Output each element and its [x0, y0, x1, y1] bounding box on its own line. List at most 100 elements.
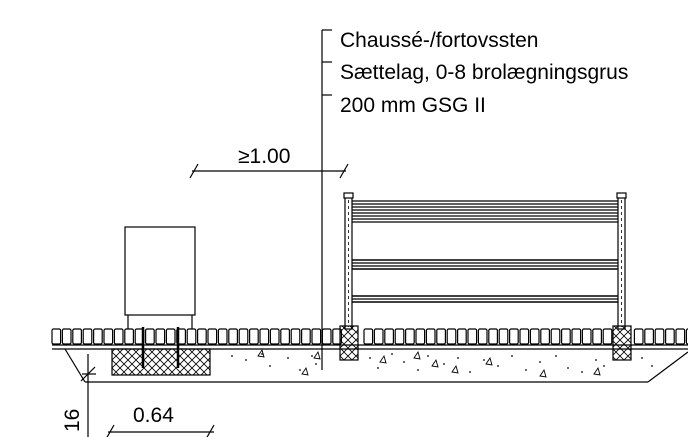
paving-stone: [519, 328, 530, 345]
gravel-stone: [593, 366, 601, 376]
gravel-dot: [403, 361, 405, 363]
paving-stone: [186, 328, 197, 345]
gravel-dot: [269, 365, 271, 367]
gravel-texture: [231, 348, 653, 378]
base-layer: [64, 348, 688, 383]
paving-stone: [581, 328, 592, 345]
gravel-dot: [511, 355, 513, 357]
paving-stone: [592, 328, 602, 345]
clearance-dimension-text: ≥1.00: [238, 145, 290, 168]
gravel-dot: [311, 355, 313, 357]
gravel-dot: [483, 359, 485, 361]
paving-stone: [103, 328, 114, 345]
paving-stone: [675, 328, 686, 345]
gravel-stone: [313, 350, 321, 360]
gravel-dot: [427, 355, 429, 357]
paving-stone: [384, 328, 394, 345]
paving-stone: [654, 328, 665, 345]
gravel-dot: [525, 369, 527, 371]
paving-stone: [477, 328, 488, 345]
paving-stone: [488, 328, 498, 345]
gravel-dot: [391, 353, 393, 355]
clearance-dimension-line: [189, 163, 349, 179]
gravel-dot: [555, 355, 557, 357]
paving-stone: [571, 328, 582, 345]
foundation-width-dimension-text: 0.64: [133, 404, 174, 427]
paving-stone: [238, 328, 249, 345]
paving-stone: [311, 328, 322, 345]
gravel-dot: [603, 365, 605, 367]
paving-stone: [415, 328, 426, 345]
layer-leader: [321, 29, 332, 370]
equipment-cabinet: [124, 226, 196, 330]
paving-stone: [394, 328, 405, 345]
gravel-dot: [287, 357, 289, 359]
gravel-dot: [315, 363, 317, 365]
paving-stone: [467, 328, 478, 345]
paving-stone: [602, 328, 613, 345]
paving-stone: [301, 328, 311, 345]
cabinet-foundation: [111, 327, 211, 376]
paving-stone: [363, 328, 374, 345]
railing-foundation-right: [612, 325, 632, 361]
paving-stone: [228, 328, 239, 345]
paving-stone: [425, 328, 436, 345]
paving-stone: [529, 328, 540, 345]
gravel-dot: [377, 367, 379, 369]
gravel-dot: [641, 357, 643, 359]
paving-stone: [644, 328, 654, 345]
gravel-dot: [443, 363, 445, 365]
layer-label-bedding: Sættelag, 0-8 brolægningsgrus: [340, 61, 628, 84]
paving-stone: [664, 328, 675, 345]
gravel-stone: [485, 356, 493, 366]
gravel-stone: [431, 358, 439, 368]
gravel-dot: [457, 357, 459, 359]
paving-stone: [92, 328, 103, 345]
gravel-stone: [539, 368, 547, 378]
layer-label-paving: Chaussé-/fortovssten: [340, 29, 538, 52]
paving-stone: [165, 328, 176, 345]
gravel-dot: [469, 371, 471, 373]
paving-stone: [633, 328, 644, 345]
paving-stone: [145, 328, 155, 345]
gravel-dot: [231, 355, 233, 357]
gravel-stone: [451, 364, 459, 374]
gravel-dot: [245, 359, 247, 361]
gravel-dot: [581, 371, 583, 373]
paving-stone: [560, 328, 571, 345]
railing: [343, 192, 627, 330]
paving-stone: [290, 328, 301, 345]
paving-stone: [436, 328, 446, 345]
paving-stone: [124, 328, 135, 345]
gravel-stone: [301, 366, 309, 376]
paving-stone: [405, 328, 415, 345]
gravel-dot: [595, 359, 597, 361]
gravel-dot: [299, 369, 301, 371]
paving-stone: [155, 328, 166, 345]
paving-stone: [113, 328, 124, 345]
gravel-dot: [539, 361, 541, 363]
gravel-dot: [369, 357, 371, 359]
paving-stone: [61, 328, 72, 345]
gravel-stone: [257, 348, 265, 358]
paving-stone: [72, 328, 83, 345]
paving-stone: [509, 328, 519, 345]
paving-stone: [280, 328, 290, 345]
paving-stone: [498, 328, 509, 345]
paving-stone: [197, 328, 207, 345]
gravel-dot: [651, 365, 653, 367]
paving-stone: [321, 328, 332, 345]
gravel-dot: [261, 353, 263, 355]
paving-stone: [269, 328, 280, 345]
paving-stone: [373, 328, 384, 345]
gravel-dot: [567, 367, 569, 369]
paving-stone: [82, 328, 93, 345]
paving-stone: [249, 328, 259, 345]
layer-label-base: 200 mm GSG II: [340, 94, 486, 117]
paving-stone: [550, 328, 561, 345]
paving-stone: [540, 328, 550, 345]
foundation-depth-dimension-line: [80, 354, 96, 437]
paving-stone: [259, 328, 270, 345]
gravel-stone: [413, 350, 421, 360]
gravel-dot: [497, 365, 499, 367]
